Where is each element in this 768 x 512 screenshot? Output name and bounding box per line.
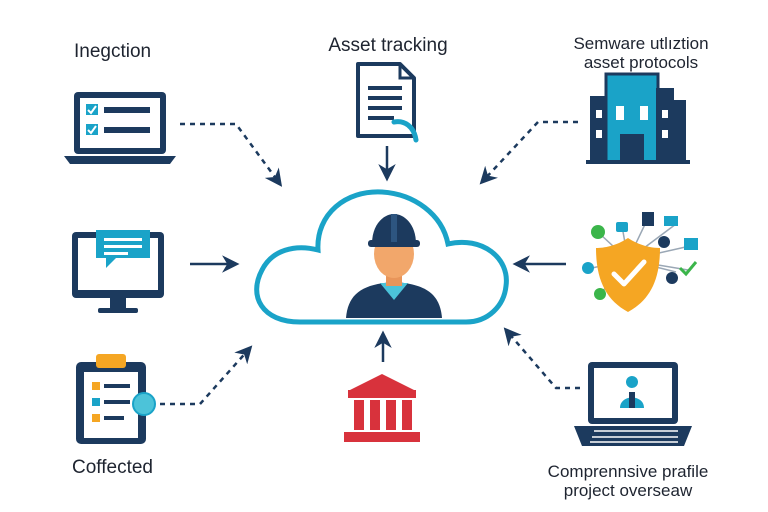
- arrow-bottom-left: [160, 345, 253, 406]
- cloud-worker-icon: [254, 189, 509, 325]
- clipboard-icon: [76, 354, 156, 444]
- bank-building-icon: [344, 374, 420, 442]
- worker-collar: [380, 283, 408, 300]
- label-software-line1: Semware utlıztion: [573, 34, 709, 53]
- label-profile-line2: project overseaw: [563, 481, 693, 500]
- document-icon: [356, 62, 419, 143]
- arrow-top-left: [180, 122, 283, 187]
- security-shield-network-icon: [582, 212, 698, 312]
- label-software-line2: asset protocols: [583, 53, 699, 72]
- label-comprehensive-profile: Comprennsive prafile project overseaw: [528, 462, 728, 500]
- label-software-utilization: Semware utlıztion asset protocols: [556, 34, 726, 72]
- connectors: [160, 120, 580, 406]
- label-inspection: Inegction: [74, 41, 152, 62]
- monitor-chat-icon: [72, 230, 164, 313]
- building-icon: [586, 72, 690, 164]
- label-collected: Coffected: [72, 457, 153, 478]
- laptop-checklist-icon: [64, 92, 176, 164]
- label-profile-line1: Comprennsive prafile: [547, 462, 709, 481]
- laptop-user-icon: [574, 362, 692, 446]
- arrow-bottom-right: [503, 327, 580, 390]
- label-asset-tracking: Asset tracking: [328, 35, 448, 56]
- arrow-top-right: [479, 120, 578, 185]
